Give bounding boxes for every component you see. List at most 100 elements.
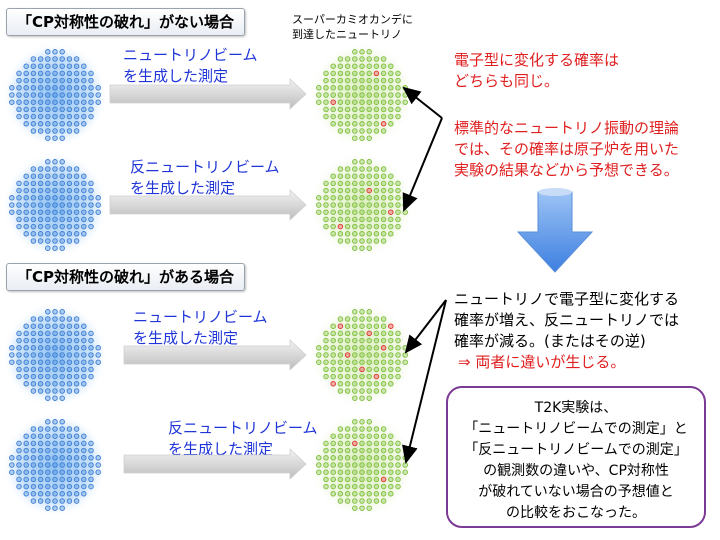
neutrino-dot	[59, 99, 65, 105]
neutrino-dot	[45, 426, 51, 432]
neutrino-dot	[95, 359, 101, 365]
neutrino-dot	[59, 455, 65, 461]
muon-neutrino-dot	[395, 85, 401, 91]
muon-neutrino-dot	[359, 245, 365, 251]
muon-neutrino-dot	[388, 106, 394, 113]
muon-neutrino-dot	[337, 433, 344, 439]
neutrino-dot	[45, 366, 51, 373]
neutrino-dot	[66, 345, 73, 351]
muon-neutrino-dot	[359, 99, 365, 105]
muon-neutrino-dot	[337, 483, 344, 490]
neutrino-dot	[73, 92, 80, 98]
neutrino-dot	[37, 330, 44, 337]
neutrino-dot	[16, 469, 22, 475]
muon-neutrino-dot	[344, 476, 351, 483]
cluster-glow	[309, 152, 415, 258]
muon-neutrino-dot	[352, 366, 358, 373]
electron-neutrino-dot	[352, 440, 358, 447]
muon-neutrino-dot	[359, 231, 365, 237]
muon-neutrino-dot	[395, 216, 401, 223]
muon-neutrino-dot	[344, 223, 351, 230]
muon-neutrino-dot	[373, 128, 380, 134]
neutrino-dot	[81, 231, 87, 237]
neutrino-dot	[9, 209, 15, 215]
muon-neutrino-dot	[352, 505, 358, 511]
neutrino-dot	[37, 180, 44, 187]
black-note-line3: 確率が減る。(またはその逆)	[454, 332, 646, 350]
cluster-glow	[2, 42, 108, 148]
neutrino-dot	[52, 352, 58, 358]
muon-neutrino-dot	[373, 223, 380, 230]
neutrino-dot	[52, 476, 58, 483]
muon-neutrino-dot	[366, 202, 372, 208]
muon-neutrino-dot	[337, 366, 344, 373]
neutrino-dot	[52, 447, 58, 454]
muon-neutrino-dot	[366, 323, 372, 329]
neutrino-dot	[37, 373, 44, 380]
neutrino-dot	[37, 462, 44, 468]
neutrino-dot	[23, 187, 29, 194]
neutrino-dot	[59, 56, 65, 62]
neutrino-dot	[59, 63, 65, 69]
muon-neutrino-dot	[330, 366, 336, 373]
neutrino-dot	[66, 366, 73, 373]
muon-neutrino-dot	[380, 323, 387, 329]
neutrino-dot	[30, 180, 37, 187]
neutrino-dot	[88, 359, 94, 365]
neutrino-dot	[88, 180, 94, 187]
neutrino-dot	[73, 187, 80, 194]
neutrino-dot	[45, 309, 51, 315]
muon-neutrino-dot	[323, 202, 329, 208]
neutrino-dot	[30, 187, 37, 194]
neutrino-dot	[30, 455, 37, 461]
muon-neutrino-dot	[344, 366, 351, 373]
neutrino-dot	[81, 433, 87, 439]
neutrino-dot	[88, 70, 94, 77]
muon-neutrino-dot	[395, 476, 401, 483]
muon-neutrino-dot	[402, 99, 408, 105]
neutrino-dot	[37, 63, 44, 69]
neutrino-dot	[59, 209, 65, 215]
muon-neutrino-dot	[359, 209, 365, 215]
muon-neutrino-dot	[366, 337, 372, 344]
neutrino-dot	[81, 113, 87, 120]
neutrino-dot	[30, 447, 37, 454]
muon-neutrino-dot	[359, 447, 365, 454]
neutrino-dot	[73, 447, 80, 454]
muon-neutrino-dot	[373, 238, 380, 244]
neutrino-dot	[16, 447, 22, 454]
neutrino-dot	[30, 469, 37, 475]
muon-neutrino-dot	[402, 352, 408, 358]
neutrino-dot	[59, 70, 65, 77]
neutrino-dot	[9, 359, 15, 365]
neutrino-dot	[73, 455, 80, 461]
muon-neutrino-dot	[380, 316, 387, 322]
muon-neutrino-dot	[395, 223, 401, 230]
neutrino-dot	[52, 231, 58, 237]
neutrino-dot	[30, 483, 37, 490]
neutrino-dot	[59, 359, 65, 365]
neutrino-dot	[66, 180, 73, 187]
neutrino-dot	[16, 106, 22, 113]
muon-neutrino-dot	[366, 433, 372, 439]
muon-neutrino-dot	[344, 238, 351, 244]
muon-neutrino-dot	[323, 483, 329, 490]
muon-neutrino-dot	[323, 366, 329, 373]
neutrino-dot	[23, 323, 29, 329]
neutrino-dot	[30, 345, 37, 351]
t2k-line1: T2K実験は、	[534, 400, 618, 416]
row3-label-line1: ニュートリノビーム	[133, 308, 268, 326]
neutrino-dot	[73, 85, 80, 91]
muon-neutrino-dot	[380, 381, 387, 387]
neutrino-dot	[37, 202, 44, 208]
neutrino-dot	[16, 476, 22, 483]
cluster-glow	[2, 302, 108, 408]
muon-neutrino-dot	[380, 216, 387, 223]
muon-neutrino-dot	[352, 373, 358, 380]
muon-neutrino-dot	[352, 238, 358, 244]
neutrino-dot	[88, 337, 94, 344]
muon-neutrino-dot	[380, 92, 387, 98]
muon-neutrino-dot	[395, 345, 401, 351]
neutrino-dot	[73, 462, 80, 468]
neutrino-dot	[73, 483, 80, 490]
